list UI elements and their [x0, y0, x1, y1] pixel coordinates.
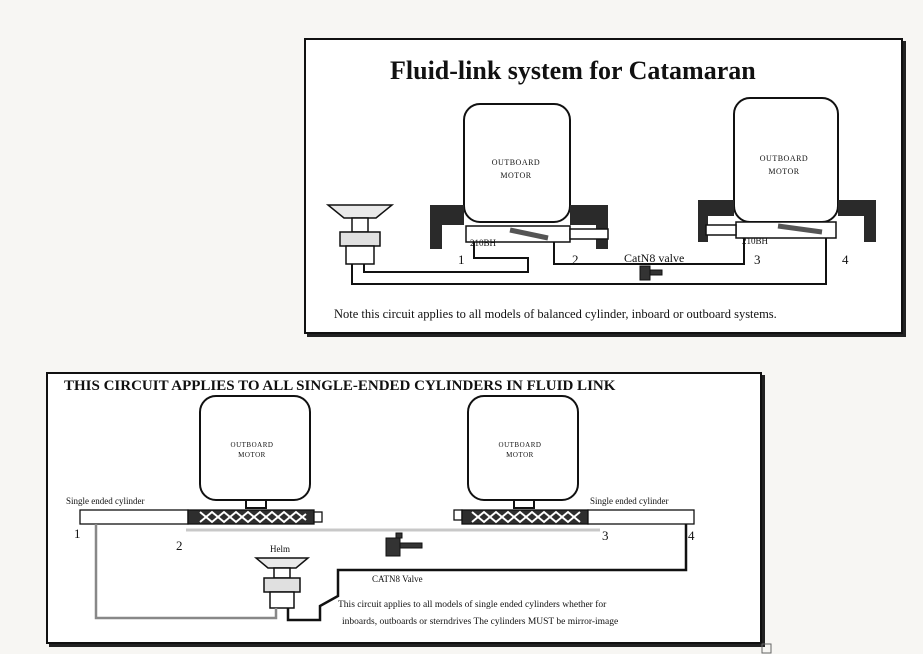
top-cylinder-1-label: 210BH: [470, 238, 497, 248]
top-port-3: 3: [754, 252, 761, 267]
bottom-outboard-motor-2: [467, 395, 579, 509]
single-ended-circuit-title: THIS CIRCUIT APPLIES TO ALL SINGLE-ENDED…: [64, 378, 616, 394]
bottom-valve-label: CATN8 Valve: [372, 574, 423, 584]
single-ended-circuit-note: This circuit applies to all models of si…: [338, 600, 619, 627]
bottom-helm-label: Helm: [270, 544, 290, 554]
bottom-catn8-valve: [385, 532, 423, 557]
top-cylinder-2-label: 210BH: [742, 236, 769, 246]
bottom-port-1: 1: [74, 526, 81, 541]
bottom-cylinder-1-label: Single ended cylinder: [66, 496, 145, 506]
bottom-single-ended-cylinder-1: [79, 509, 323, 525]
balanced-circuit-title: Fluid-link system for Catamaran: [390, 56, 756, 85]
corner-square: [761, 643, 772, 654]
bottom-helm-pump: [253, 557, 311, 609]
top-port-1: 1: [458, 252, 465, 267]
single-ended-circuit-panel: [46, 372, 762, 644]
bottom-port-3: 3: [602, 528, 609, 543]
balanced-circuit-note: Note this circuit applies to all models …: [334, 307, 777, 321]
bottom-cylinder-2-label: Single ended cylinder: [590, 496, 669, 506]
bottom-single-ended-cylinder-2: [453, 509, 695, 525]
top-balanced-cylinder-2: [705, 221, 837, 239]
bottom-port-2: 2: [176, 538, 183, 553]
top-port-4: 4: [842, 252, 849, 267]
top-port-2: 2: [572, 252, 579, 267]
bottom-hoses: [94, 524, 688, 622]
bottom-outboard-motor-1: [199, 395, 311, 509]
top-helm-pump: [325, 204, 395, 265]
top-balanced-cylinder-1: [465, 225, 609, 243]
bottom-port-4: 4: [688, 528, 695, 543]
top-outboard-motor-1: [463, 103, 571, 223]
top-valve-label: CatN8 valve: [624, 251, 685, 265]
top-hoses: [351, 238, 827, 285]
top-catn8-valve: [639, 265, 663, 281]
